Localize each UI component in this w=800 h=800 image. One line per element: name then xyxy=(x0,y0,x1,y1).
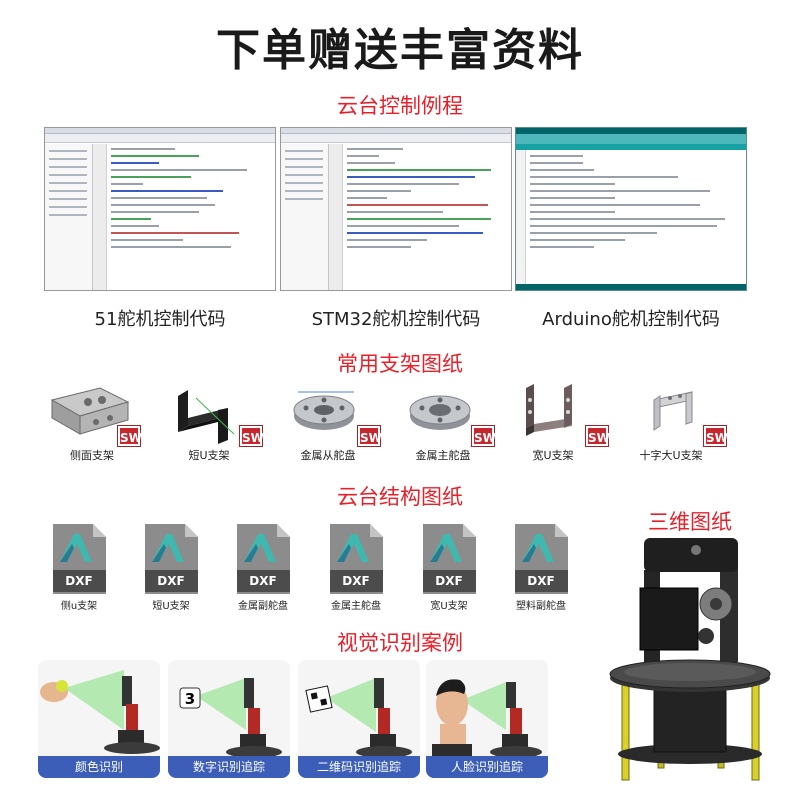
bracket-label: 短U支架 xyxy=(188,449,230,462)
dxf-label: 侧u支架 xyxy=(60,601,98,612)
solidworks-badge: SW xyxy=(240,426,264,446)
dxf-file-type: DXF xyxy=(527,574,555,588)
dxf-file-type: DXF xyxy=(157,574,185,588)
dxf-file-icon: DXF xyxy=(420,522,478,596)
page-title: 下单赠送丰富资料 xyxy=(216,25,584,76)
dxf-label: 金属主舵盘 xyxy=(331,601,381,612)
cross-u-bracket-icon: SW xyxy=(630,378,728,446)
dxf-file-type: DXF xyxy=(435,574,463,588)
dxf-file-icon: DXF xyxy=(234,522,292,596)
section-title-code: 云台控制例程 xyxy=(337,94,463,118)
bracket-label: 侧面支架 xyxy=(70,449,114,462)
pan-tilt-3d-model xyxy=(600,536,780,788)
dxf-label: 塑料副舵盘 xyxy=(516,601,566,612)
code-screenshot-stm32 xyxy=(280,127,512,291)
vision-case-qrcode: 二维码识别追踪 xyxy=(298,660,420,778)
solidworks-badge: SW xyxy=(358,426,382,446)
metal-slave-horn-icon: SW xyxy=(284,378,382,446)
dxf-label: 短U支架 xyxy=(152,601,190,612)
dxf-file-type: DXF xyxy=(342,574,370,588)
code-label-51: 51舵机控制代码 xyxy=(94,309,226,330)
bracket-label: 宽U支架 xyxy=(532,449,574,462)
wide-u-bracket-icon: SW xyxy=(512,378,610,446)
metal-master-horn-icon: SW xyxy=(398,378,496,446)
dxf-file-icon: DXF xyxy=(142,522,200,596)
code-screenshot-arduino xyxy=(515,127,747,291)
solidworks-badge: SW xyxy=(472,426,496,446)
short-u-bracket-icon: SW xyxy=(166,378,264,446)
dxf-file-icon: DXF xyxy=(50,522,108,596)
digit-card-text: 3 xyxy=(185,690,195,708)
section-title-structure: 云台结构图纸 xyxy=(337,485,463,509)
vision-case-label: 人脸识别追踪 xyxy=(426,756,548,778)
vision-case-digit: 3 数字识别追踪 xyxy=(168,660,290,778)
solidworks-badge: SW xyxy=(704,426,728,446)
section-title-vision: 视觉识别案例 xyxy=(337,631,463,655)
code-label-arduino: Arduino舵机控制代码 xyxy=(542,309,720,330)
vision-case-face: 人脸识别追踪 xyxy=(426,660,548,778)
code-screenshot-51 xyxy=(44,127,276,291)
dxf-label: 金属副舵盘 xyxy=(238,601,288,612)
bracket-label: 金属从舵盘 xyxy=(300,449,356,462)
dxf-file-type: DXF xyxy=(65,574,93,588)
dxf-file-icon: DXF xyxy=(327,522,385,596)
dxf-label: 宽U支架 xyxy=(430,601,468,612)
dxf-file-type: DXF xyxy=(249,574,277,588)
vision-case-label: 二维码识别追踪 xyxy=(298,756,420,778)
bracket-label: 金属主舵盘 xyxy=(415,449,471,462)
solidworks-badge: SW xyxy=(118,426,142,446)
side-bracket-icon: SW xyxy=(44,378,142,446)
section-title-brackets: 常用支架图纸 xyxy=(337,352,463,376)
bracket-label: 十字大U支架 xyxy=(639,449,703,462)
vision-case-color: 颜色识别 xyxy=(38,660,160,778)
section-title-3d: 三维图纸 xyxy=(648,510,732,534)
solidworks-badge: SW xyxy=(586,426,610,446)
vision-case-label: 数字识别追踪 xyxy=(168,756,290,778)
code-label-stm32: STM32舵机控制代码 xyxy=(311,309,481,330)
dxf-file-icon: DXF xyxy=(512,522,570,596)
vision-case-label: 颜色识别 xyxy=(38,756,160,778)
